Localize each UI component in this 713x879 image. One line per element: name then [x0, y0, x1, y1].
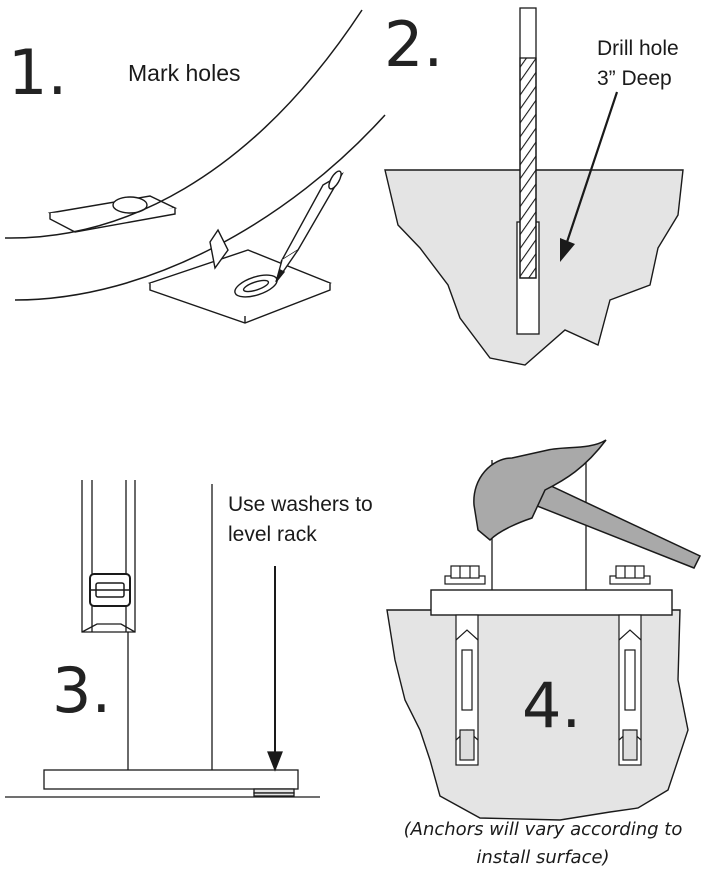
rack-tube-outer	[4, 9, 363, 239]
step2-caption-line1: Drill hole	[597, 37, 679, 60]
washer-icon	[253, 788, 295, 797]
tube-foot	[209, 228, 229, 270]
step4-illustration	[386, 439, 702, 821]
step2-number: 2.	[384, 8, 444, 81]
step4-number: 4.	[522, 669, 582, 742]
drill-depth-arrow	[560, 91, 619, 262]
washer-arrow	[267, 566, 283, 772]
step4-footnote: (Anchors will vary according to install …	[403, 819, 683, 868]
step3-illustration	[5, 480, 320, 798]
rack-base-plate	[43, 769, 299, 790]
anchor-base-plate	[430, 589, 673, 616]
step3-number: 3.	[52, 654, 112, 727]
step1-illustration	[4, 9, 386, 324]
hammer-icon	[473, 439, 702, 569]
rack-channel	[81, 480, 136, 633]
rack-clip	[89, 573, 131, 607]
step1-number: 1.	[8, 36, 68, 109]
anchor-bolt-icon	[444, 565, 486, 766]
step1-caption: Mark holes	[128, 60, 241, 86]
pencil-icon	[275, 170, 344, 283]
rear-plate-hole	[112, 196, 148, 214]
step2-illustration	[384, 7, 684, 366]
anchor-bolt-icon	[609, 565, 651, 766]
step2-caption-line2: 3” Deep	[597, 67, 672, 90]
drill-bit-icon	[519, 7, 537, 279]
step3-caption: Use washers to level rack	[228, 493, 373, 547]
